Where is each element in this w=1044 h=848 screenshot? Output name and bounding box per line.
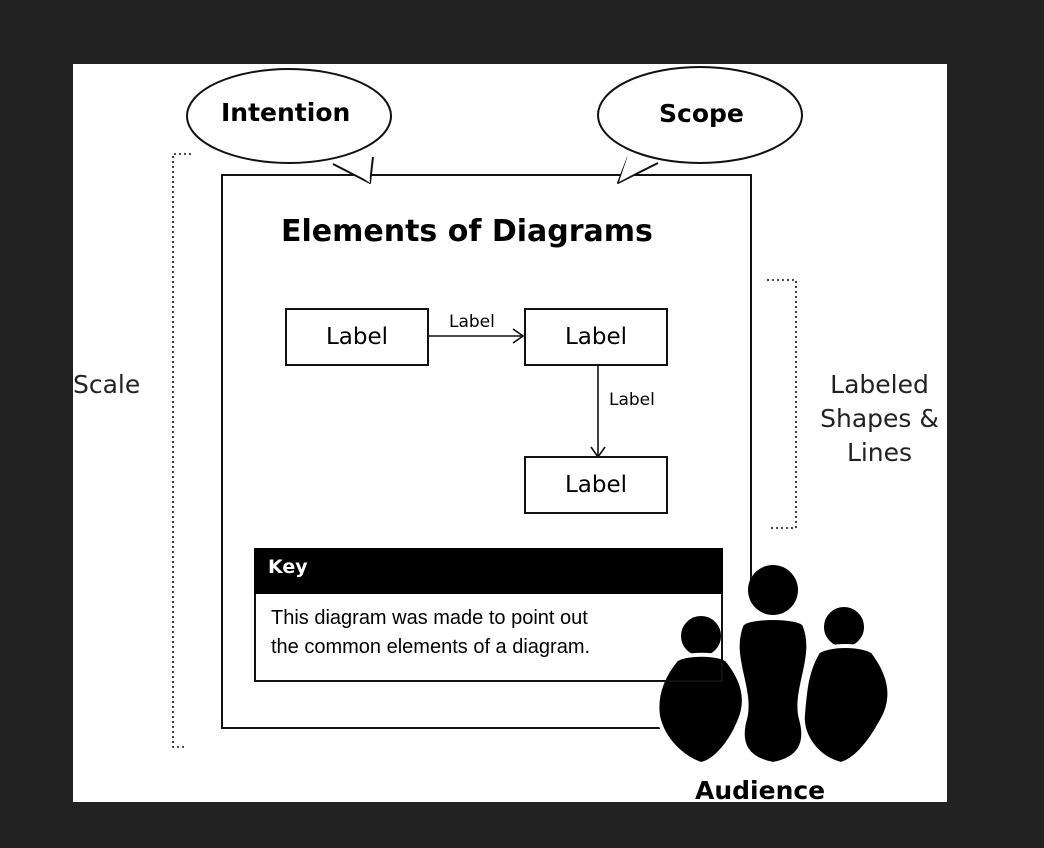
diagram-canvas: Intention Scope Elements of Diagrams Lab…: [73, 64, 947, 802]
key-header: Key: [254, 548, 723, 594]
diagram-title: Elements of Diagrams: [281, 214, 653, 249]
diagram-graphics: [172, 66, 892, 784]
node-label-2: Label: [524, 308, 668, 366]
people-group-icon: [655, 565, 892, 784]
edge-arrow-horizontal: [429, 328, 525, 344]
node-label-3: Label: [524, 456, 668, 514]
scope-bubble-icon: [597, 66, 803, 184]
intention-bubble-icon: [186, 68, 392, 184]
diagram-frame: [221, 174, 752, 729]
labeled-shapes-line-1: Labeled: [830, 370, 929, 399]
audience-label: Audience: [695, 776, 826, 802]
intention-label: Intention: [221, 98, 351, 127]
key-text-line-1: This diagram was made to point out: [271, 607, 588, 629]
edge-label-horizontal: Label: [449, 312, 495, 332]
node-label-1: Label: [285, 308, 429, 366]
key-body: This diagram was made to point out the c…: [254, 594, 723, 682]
labeled-shapes-bracket: [767, 279, 797, 529]
labeled-shapes-line-2: Shapes &: [820, 404, 939, 433]
key-text-line-2: the common elements of a diagram.: [271, 636, 591, 658]
edge-label-vertical: Label: [609, 390, 655, 410]
scope-label: Scope: [659, 99, 744, 128]
labeled-shapes-label: Labeled Shapes & Lines: [812, 368, 947, 470]
labeled-shapes-line-3: Lines: [846, 438, 913, 467]
scale-label: Scale: [73, 370, 141, 399]
scale-bracket: [172, 153, 191, 748]
